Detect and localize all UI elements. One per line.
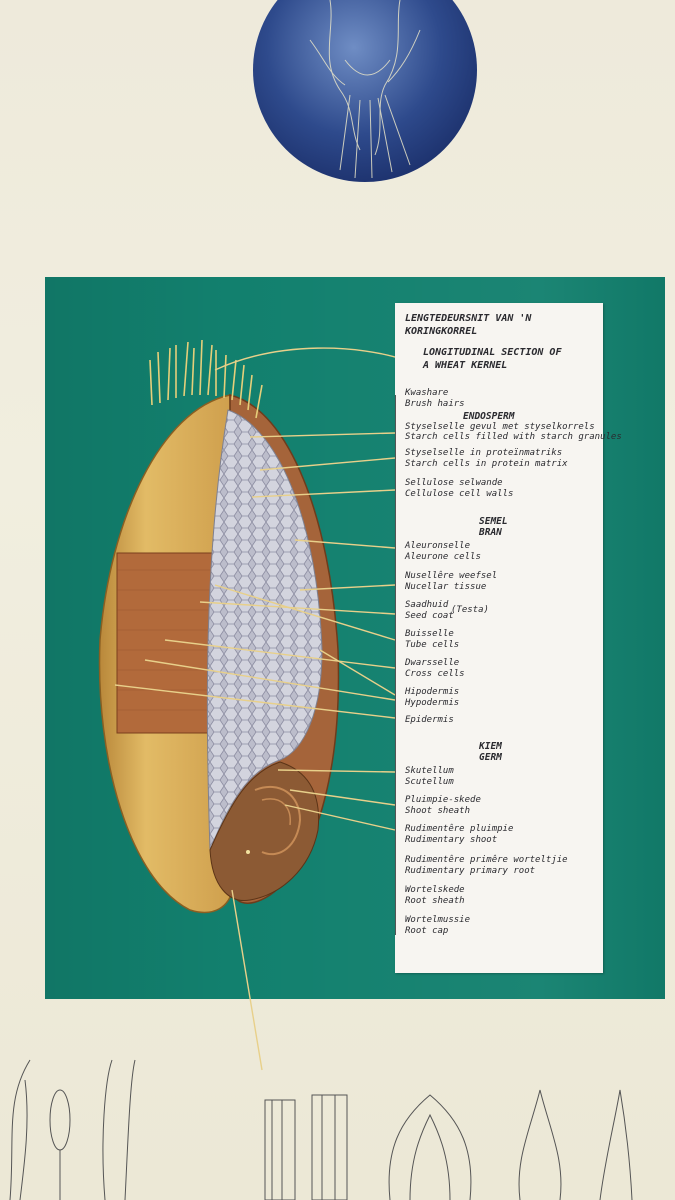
scutellum-en: Scutellum <box>405 777 454 787</box>
aleurone-en: Aleurone cells <box>405 552 481 562</box>
label-pins <box>114 347 406 1071</box>
bottom-sketches <box>9 1059 633 1200</box>
hypo-af: Hipodermis <box>405 687 460 697</box>
circle-sketch-icon <box>253 0 477 182</box>
rud-shoot-af: Rudimentêre pluimpie <box>405 824 514 834</box>
root-cap-af: Wortelmussie <box>405 915 471 925</box>
seed-en: Seed coat <box>405 611 454 621</box>
epidermis-label: Epidermis <box>405 715 454 725</box>
card-bracket-line <box>395 395 396 935</box>
nucellar-af: Nusellêre weefsel <box>405 571 498 581</box>
starch-en: Starch cells filled with starch granules <box>405 432 622 442</box>
top-circle-illustration <box>253 0 477 182</box>
rud-root-af: Rudimentêre primêre worteltjie <box>405 855 568 865</box>
protein-en: Starch cells in protein matrix <box>405 459 568 469</box>
root-sheath-en: Root sheath <box>405 896 465 906</box>
bran-header-af: SEMEL <box>479 516 508 527</box>
rud-shoot-en: Rudimentary shoot <box>405 835 498 845</box>
endosperm-header: ENDOSPERM <box>463 411 515 422</box>
cross-en: Cross cells <box>405 669 465 679</box>
aleurone-af: Aleuronselle <box>405 541 471 551</box>
tube-en: Tube cells <box>405 640 460 650</box>
root-sheath-af: Wortelskede <box>405 885 465 895</box>
scutellum-af: Skutellum <box>405 766 454 776</box>
shoot-sheath-af: Pluimpie-skede <box>405 795 481 805</box>
cellulose-en: Cellulose cell walls <box>405 489 514 499</box>
title-af-1: LENGTEDEURSNIT VAN 'N <box>405 313 532 324</box>
starch-af: Styselselle gevul met styselkorrels <box>405 422 595 432</box>
brush-en: Brush hairs <box>405 399 465 409</box>
root-cap-en: Root cap <box>405 926 449 936</box>
seed-af: Saadhuid <box>405 600 449 610</box>
shoot-sheath-en: Shoot sheath <box>405 806 471 816</box>
bran-header-en: BRAN <box>479 527 502 538</box>
tube-af: Buisselle <box>405 629 454 639</box>
cellulose-af: Sellulose selwande <box>405 478 503 488</box>
brush-af: Kwashare <box>405 388 449 398</box>
cross-af: Dwarsselle <box>405 658 460 668</box>
nucellar-en: Nucellar tissue <box>405 582 487 592</box>
hypo-en: Hypodermis <box>405 698 460 708</box>
title-af-2: KORINGKORREL <box>405 326 478 337</box>
rud-root-en: Rudimentary primary root <box>405 866 536 876</box>
wheat-ear-sketch-icon <box>9 1059 633 1200</box>
title-en-1: LONGITUDINAL SECTION OF <box>423 347 562 358</box>
germ-header-en: GERM <box>479 752 502 763</box>
germ-header-af: KIEM <box>479 741 502 752</box>
title-en-2: A WHEAT KERNEL <box>423 360 508 371</box>
label-card: LENGTEDEURSNIT VAN 'N KORINGKORREL LONGI… <box>395 303 622 973</box>
endosperm-cells <box>206 409 323 851</box>
brush-hairs <box>149 339 263 419</box>
seed-testa: (Testa) <box>451 605 489 615</box>
protein-af: Styselselle in proteïnmatriks <box>405 448 563 458</box>
